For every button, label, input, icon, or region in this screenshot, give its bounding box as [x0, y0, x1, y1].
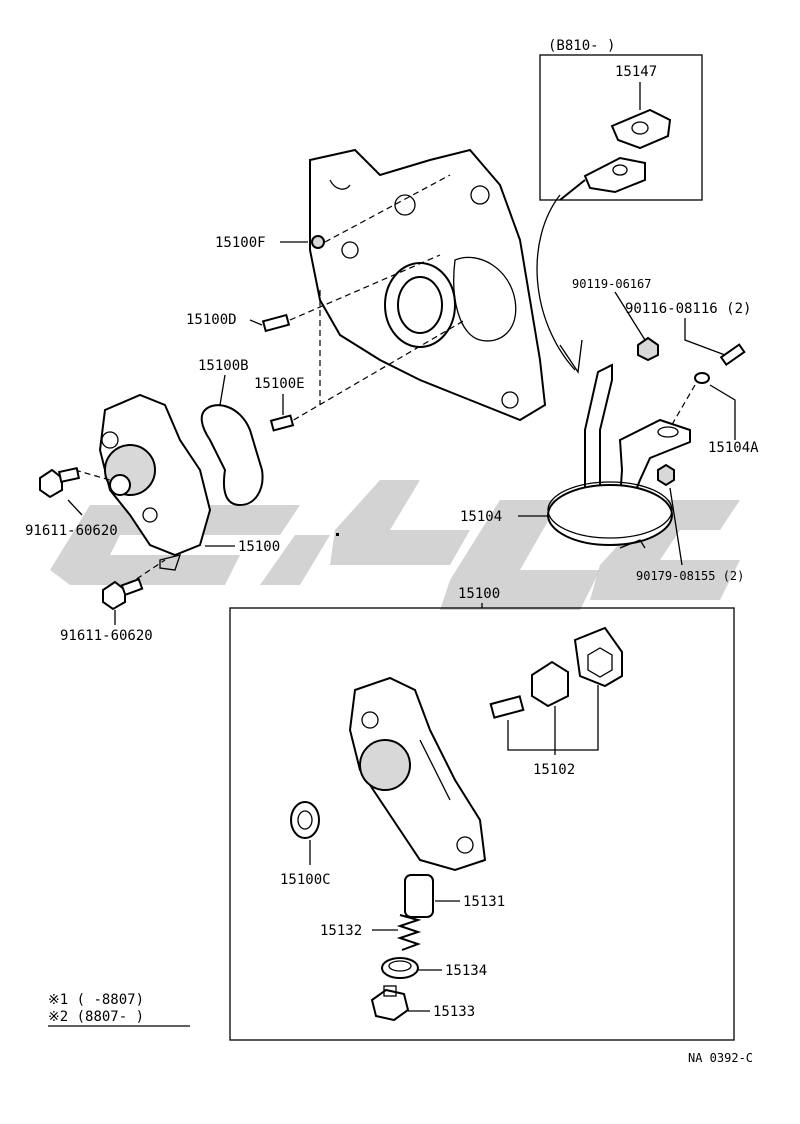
label-15104A: 15104A — [708, 440, 759, 456]
label-15100B: 15100B — [198, 358, 249, 374]
oil-pump-left — [98, 393, 212, 571]
label-15100: 15100 — [238, 539, 280, 555]
pipe-flange — [583, 156, 646, 194]
label-15102: 15102 — [533, 762, 575, 778]
part-15102: 15102 — [489, 626, 623, 778]
callout-15100: 15100 — [205, 539, 280, 555]
inset-range-label: (B810- ) — [548, 38, 615, 54]
gasket-15100B — [200, 404, 264, 507]
gasket-15147 — [610, 108, 672, 150]
part-90179: 90179-08155 (2) — [636, 463, 744, 583]
label-90116: 90116-08116 (2) — [625, 301, 751, 317]
part-15100C: 15100C — [280, 801, 331, 888]
part-15100B: 15100B — [198, 358, 264, 507]
label-15100F: 15100F — [215, 235, 266, 251]
label-15134: 15134 — [445, 963, 487, 979]
oil-pump-body — [348, 676, 487, 872]
label-90119: 90119-06167 — [572, 277, 651, 291]
bolt-91611-a: 91611-60620 — [25, 467, 118, 539]
legend-line-2: ※2 (8807- ) — [48, 1009, 144, 1025]
label-90179: 90179-08155 (2) — [636, 569, 744, 583]
oil-strainer-15104: 15104 — [460, 363, 691, 549]
part-15100D: 15100D — [186, 312, 291, 333]
part-15133: 15133 — [370, 985, 475, 1022]
part-90116: 90116-08116 (2) — [625, 301, 751, 366]
watermark — [50, 480, 740, 610]
label-91611a: 91611-60620 — [25, 523, 118, 539]
part-90119: 90119-06167 — [572, 277, 659, 362]
inset-box-15147: (B810- ) 15147 — [539, 38, 703, 201]
label-15131: 15131 — [463, 894, 505, 910]
label-15104: 15104 — [460, 509, 502, 525]
timing-cover — [309, 148, 547, 422]
part-15100F: 15100F — [215, 235, 325, 251]
diagram-code: NA 0392-C — [688, 1051, 753, 1065]
label-15100C: 15100C — [280, 872, 331, 888]
label-15100-box: 15100 — [458, 586, 500, 602]
stray-dot — [336, 533, 339, 536]
label-15100E: 15100E — [254, 376, 305, 392]
part-15134: 15134 — [381, 957, 487, 979]
label-15133: 15133 — [433, 1004, 475, 1020]
legend: ※1 ( -8807) ※2 (8807- ) — [48, 992, 190, 1027]
label-15132: 15132 — [320, 923, 362, 939]
lower-box-15100: 15100 — [229, 586, 735, 1041]
bolt-91611-b: 91611-60620 — [60, 577, 153, 644]
part-15131: 15131 — [404, 874, 505, 918]
label-15100D: 15100D — [186, 312, 237, 328]
arrow-curve — [536, 194, 576, 371]
label-91611b: 91611-60620 — [60, 628, 153, 644]
part-15104A: 15104A — [669, 372, 759, 456]
part-15100E: 15100E — [254, 376, 305, 432]
label-15147: 15147 — [615, 64, 657, 80]
legend-line-1: ※1 ( -8807) — [48, 992, 144, 1008]
part-15132: 15132 — [320, 914, 422, 951]
